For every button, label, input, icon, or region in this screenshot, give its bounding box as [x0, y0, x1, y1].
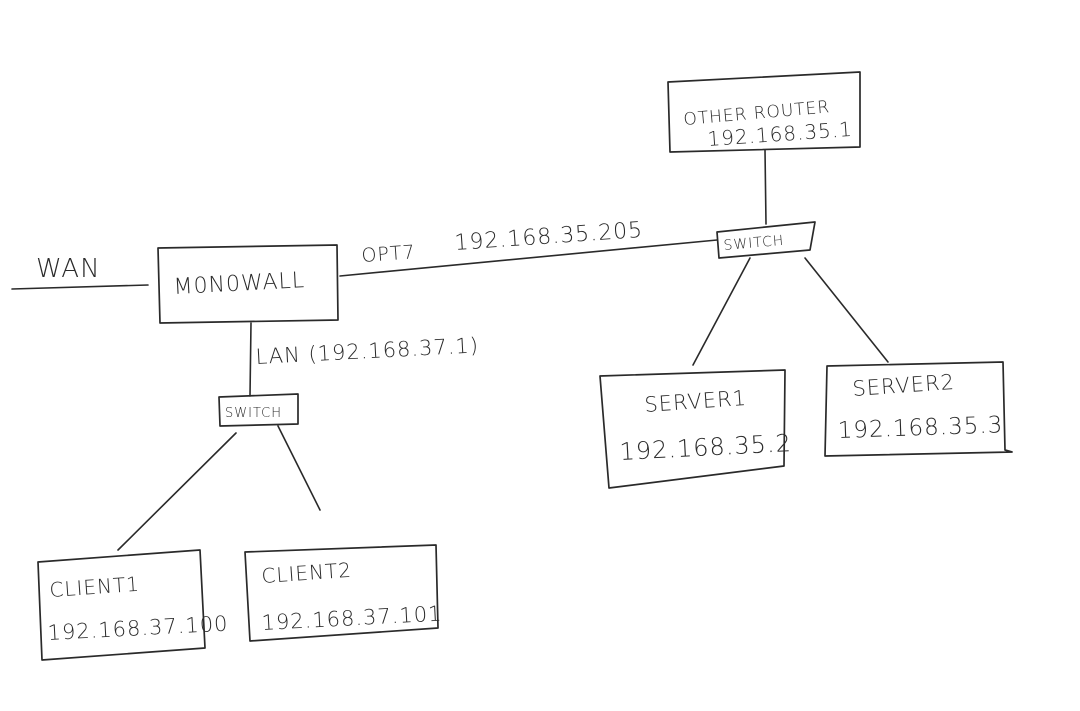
switch-right-node: SWITCH	[716, 221, 816, 259]
client1-link	[117, 432, 237, 551]
monowall-node: M0N0WALL	[157, 244, 339, 324]
other-router-node: OTHER ROUTER 192.168.35.1	[667, 71, 861, 153]
opt7-label: OPT7	[361, 241, 417, 267]
server1-ip: 192.168.35.2	[619, 429, 793, 466]
client2-link	[277, 425, 321, 511]
monowall-name: M0N0WALL	[173, 268, 306, 300]
switch-right-name: SWITCH	[723, 233, 785, 254]
client1-node: CLIENT1 192.168.37.100	[37, 549, 229, 661]
lan-label: LAN (192.168.37.1)	[255, 333, 480, 369]
switch-left-node: SWITCH	[218, 393, 299, 427]
server2-node: SERVER2 192.168.35.3	[824, 361, 1013, 457]
client2-node: CLIENT2 192.168.37.101	[244, 544, 443, 642]
opt7-link	[339, 239, 718, 277]
server1-link	[692, 257, 751, 366]
server2-name: SERVER2	[852, 370, 956, 401]
wan-link	[11, 284, 149, 290]
lan-link	[249, 322, 252, 397]
router-switch-link	[764, 149, 767, 225]
server2-link	[804, 257, 889, 363]
server1-node: SERVER1 192.168.35.2	[599, 369, 793, 489]
server2-ip: 192.168.35.3	[837, 412, 1003, 444]
wan-label: WAN	[36, 254, 101, 284]
server1-name: SERVER1	[644, 386, 748, 417]
client2-name: CLIENT2	[261, 558, 353, 588]
client1-ip: 192.168.37.100	[47, 612, 229, 645]
client1-name: CLIENT1	[49, 572, 141, 602]
switch-left-name: SWITCH	[225, 406, 282, 421]
